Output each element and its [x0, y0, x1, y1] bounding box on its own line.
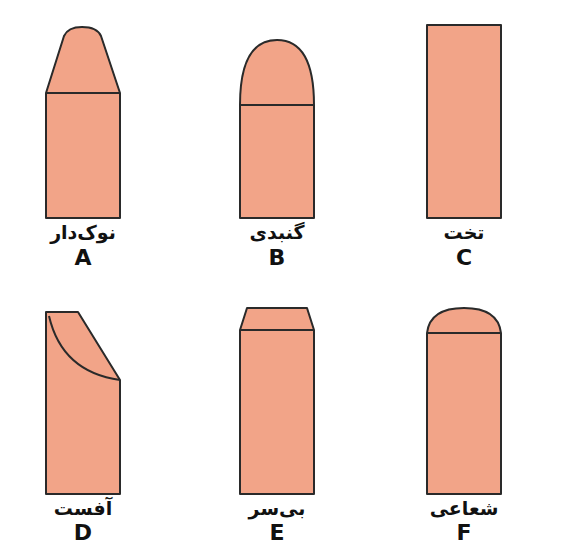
shape-name: بی‌سر [249, 498, 306, 519]
dome-tip [240, 40, 314, 218]
shape-name: شعاعی [430, 498, 499, 519]
shape-letter: C [456, 246, 472, 270]
pointed-tip [46, 27, 120, 218]
tip-joint [240, 329, 314, 331]
tip-joint [49, 316, 120, 380]
shape-name: تخت [444, 222, 485, 243]
truncated-tip [240, 308, 314, 494]
tip-joint [46, 92, 120, 94]
shape-letter: E [269, 521, 284, 545]
radius-tip [427, 308, 501, 494]
flat-tip [427, 25, 501, 218]
shape-name: گنبدی [250, 222, 305, 243]
shape-name: آفست [54, 498, 112, 519]
offset-tip [46, 312, 120, 494]
shape-letter: F [456, 521, 471, 545]
shape-letter: B [269, 246, 286, 270]
shape-name: نوک‌دار [50, 222, 116, 243]
tip-joint [240, 104, 314, 106]
shape-letter: A [74, 246, 91, 270]
tip-joint [427, 332, 501, 334]
shape-letter: D [74, 521, 92, 545]
